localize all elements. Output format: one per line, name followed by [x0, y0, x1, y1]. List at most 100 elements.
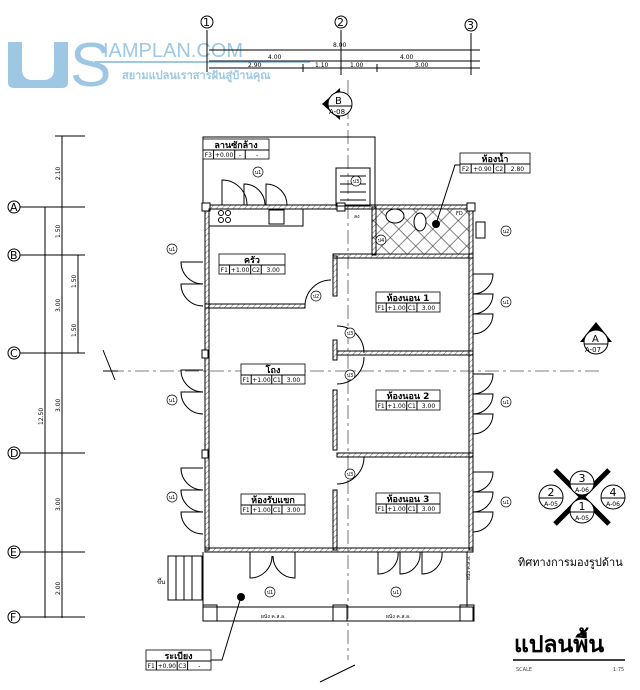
dim-half-1: 4.00	[268, 54, 282, 61]
room-ceiling: C3	[178, 663, 186, 670]
room-level: +1.00	[252, 377, 271, 384]
elevation-key-title: ทิศทางการมองรูปด้าน	[518, 556, 623, 569]
room-level: +1.00	[231, 267, 250, 274]
rc-wall-label-1: ผนัง ค.ส.ล.	[261, 614, 286, 620]
dim-v-6: 2.00	[55, 581, 62, 595]
scale-label: SCALE	[516, 667, 532, 673]
room-floor: F1	[148, 663, 155, 670]
room-level: +0.90	[158, 663, 177, 670]
elevation-number: 4	[610, 486, 617, 499]
room-name: ห้องนอน 3	[387, 494, 430, 505]
basin-icon	[385, 208, 405, 224]
elevation-mark: 1A-05	[569, 498, 595, 524]
section-b-sheet: A-08	[329, 108, 345, 116]
room-level: +0.90	[473, 166, 492, 173]
door-window-tag: น2	[503, 229, 510, 235]
door-window-tag: น1	[169, 398, 176, 404]
room-floor: F1	[377, 403, 384, 410]
vertical-dimensions: 2.10 1.50 3.00 3.00 3.00 2.00 1.50 1.50 …	[7, 135, 85, 624]
elevation-mark: 2A-05	[538, 484, 564, 510]
room-name: ห้องรับแขก	[251, 495, 295, 506]
dim-seg-2: 1.10	[315, 62, 329, 69]
dim-seg-4: 3.00	[415, 62, 429, 69]
pipe-down-label: ลง	[354, 214, 360, 220]
elevation-mark: 4A-06	[600, 484, 626, 510]
grid-row-1: B	[10, 249, 18, 262]
room-height: -	[256, 152, 258, 159]
dim-v-4: 3.00	[55, 398, 62, 412]
dim-seg-3: 1.00	[350, 62, 364, 69]
dim-seg-1: 2.90	[248, 62, 262, 69]
grid-col-3: 3	[467, 19, 474, 32]
room-ceiling: C1	[408, 506, 416, 513]
door-window-tag: ป3	[347, 331, 353, 337]
door-window-tag: น1	[503, 300, 510, 306]
dim-total-width: 8.00	[333, 42, 347, 49]
door-window-tag: น1	[169, 247, 176, 253]
door-window-tag: ป4	[378, 238, 384, 244]
rc-wall-label-2: ผนัง ค.ส.ล.	[386, 614, 411, 620]
room-floor: F1	[242, 507, 249, 514]
grid-row-5: F	[10, 611, 16, 624]
room-height: 3.00	[422, 403, 436, 410]
room-level: +1.00	[387, 305, 406, 312]
section-b-letter: B	[335, 96, 342, 107]
room-level: +0.00	[215, 152, 234, 159]
title-block: แปลนพื้น SCALE 1:75	[513, 627, 625, 673]
room-height: 3.00	[266, 267, 280, 274]
door-window-tag: ป2	[313, 294, 319, 300]
room-level: +1.00	[252, 507, 271, 514]
grid-row-2: C	[10, 347, 18, 360]
scale-value: 1:75	[613, 667, 624, 673]
room-floor: F1	[242, 377, 249, 384]
svg-text:S: S	[70, 31, 111, 100]
elevation-mark: 3A-06	[569, 470, 595, 496]
section-a-letter: A	[592, 334, 599, 345]
watermark-tagline: สยามแปลนเราสารฝันสู่บ้านคุณ	[122, 69, 271, 83]
door-window-tag: น1	[503, 500, 510, 506]
room-ceiling: C1	[408, 305, 416, 312]
room-ceiling: -	[239, 152, 241, 159]
room-floor: F1	[377, 506, 384, 513]
room-ceiling: C2	[495, 166, 503, 173]
grid-row-0: A	[10, 201, 18, 214]
grid-columns: 1 2 3	[200, 15, 478, 36]
elevation-number: 1	[579, 500, 586, 513]
elevation-number: 3	[579, 472, 586, 485]
toilet-icon	[413, 212, 427, 232]
room-floor: F1	[221, 267, 228, 274]
dim-v-5: 3.00	[55, 497, 62, 511]
horizontal-dimensions: 8.00 4.00 4.00 2.90 1.10 1.00 3.00	[206, 36, 480, 75]
room-height: -	[198, 663, 200, 670]
watermark-brand: IAMPLAN.COM	[103, 40, 243, 62]
room-ceiling: C1	[273, 507, 281, 514]
room-floor: F2	[462, 166, 469, 173]
elevation-sheet: A-06	[575, 487, 589, 494]
door-window-tag: น1	[169, 495, 176, 501]
room-height: 3.00	[422, 305, 436, 312]
grid-col-2: 2	[337, 16, 344, 29]
dim-v-2: 1.50	[55, 224, 62, 238]
dim-v-sub-1: 1.50	[71, 274, 78, 288]
room-height: 2.80	[511, 166, 525, 173]
dim-v-sub-2: 1.50	[71, 323, 78, 337]
sink-icon	[268, 209, 285, 225]
dim-total-height: 12.50	[38, 408, 45, 425]
room-height: 3.00	[422, 506, 436, 513]
grid-row-3: D	[10, 447, 18, 460]
room-name: ระเบียง	[164, 651, 192, 662]
room-name: ห้องน้ำ	[482, 152, 509, 165]
section-a-sheet: A-07	[585, 346, 601, 354]
siamplan-watermark: S IAMPLAN.COM สยามแปลนเราสารฝันสู่บ้านคุ…	[8, 31, 310, 100]
door-window-tag: น1	[503, 400, 510, 406]
